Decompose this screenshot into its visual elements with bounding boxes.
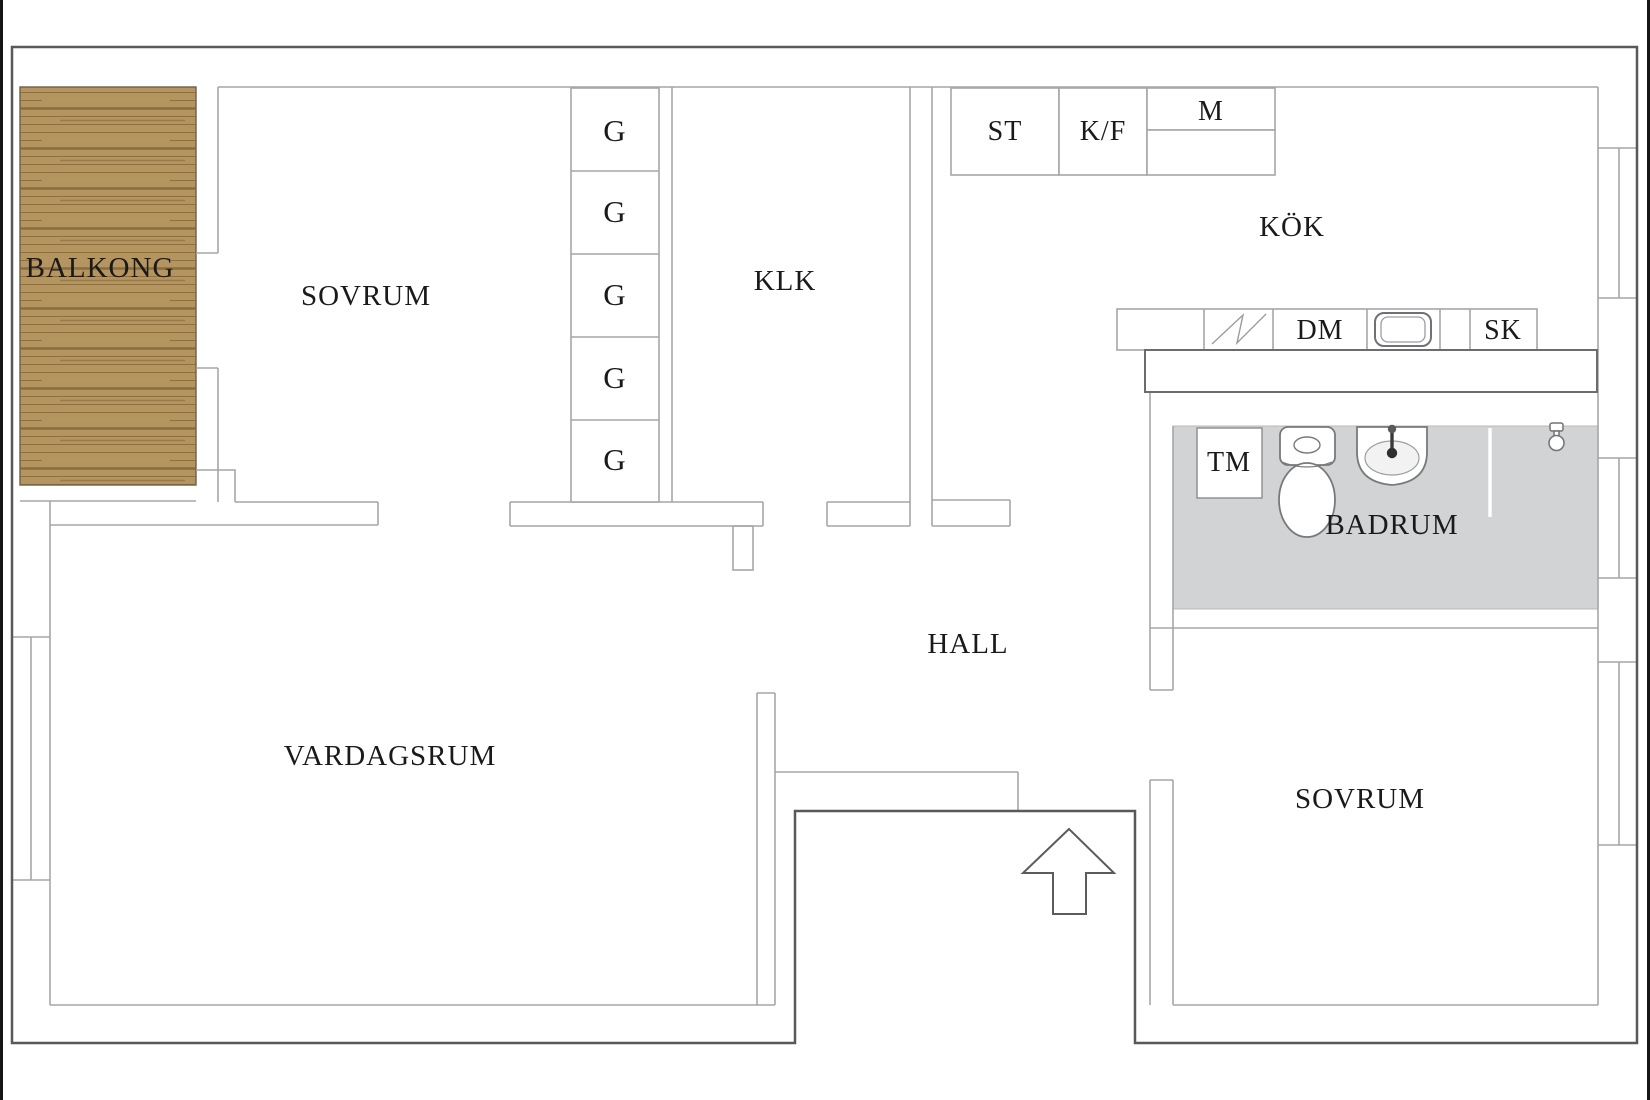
- inner-walls: [12, 86, 1637, 1006]
- kitchen-sink-icon: [1374, 312, 1432, 347]
- counter-upper-row: [1116, 308, 1538, 351]
- closet-label-2: G: [603, 194, 626, 229]
- wall-entrance-inner: [775, 771, 1019, 811]
- room-label-kok: KÖK: [1259, 211, 1325, 243]
- appliance-label-sk: SK: [1484, 315, 1522, 346]
- outer-walls: [10, 45, 1639, 1045]
- entrance-arrow-icon: [1020, 827, 1117, 915]
- shower-handle-icon: [1548, 422, 1565, 452]
- closet-label-1: G: [603, 113, 626, 148]
- unit-kf: [1058, 87, 1148, 176]
- closet-grid: [570, 87, 660, 503]
- balcony-decking: [19, 86, 197, 486]
- appliance-label-tm: TM: [1207, 447, 1251, 478]
- room-label-sovrum-1: SOVRUM: [301, 280, 431, 312]
- balcony: [19, 86, 197, 486]
- appliance-label-kf: K/F: [1080, 116, 1127, 147]
- washbasin-icon: [1356, 424, 1428, 486]
- image-edge-right: [1647, 0, 1650, 1100]
- wall-bathroom-west: [1149, 392, 1174, 1005]
- counter-worktop: [1144, 349, 1598, 393]
- room-label-sovrum-2: SOVRUM: [1295, 783, 1425, 815]
- appliance-label-dm: DM: [1296, 315, 1343, 346]
- washing-machine: [1196, 427, 1263, 499]
- closet-label-5: G: [603, 442, 626, 477]
- image-edge-left: [0, 0, 3, 1100]
- room-label-badrum: BADRUM: [1325, 509, 1458, 541]
- wall-band-south: [50, 499, 1011, 527]
- unit-m-top: [1146, 87, 1276, 131]
- wall-bedroom2: [1150, 627, 1598, 1006]
- unit-m-bottom: [1146, 129, 1276, 176]
- stove-icon: [1211, 312, 1267, 346]
- room-label-klk: KLK: [754, 265, 817, 297]
- window-kitchen: [1598, 147, 1637, 299]
- appliance-label-m: M: [1198, 96, 1224, 127]
- closet-label-4: G: [603, 360, 626, 395]
- toilet-icon: [1278, 426, 1336, 538]
- room-label-vardagsrum: VARDAGSRUM: [284, 740, 497, 772]
- wall-stub-hall: [732, 525, 754, 571]
- window-bedroom: [1598, 661, 1637, 846]
- appliance-label-st: ST: [988, 116, 1023, 147]
- counter-dividers: [1203, 309, 1471, 350]
- wall-bedroom1-west: [20, 87, 236, 502]
- kitchen-counter: [1116, 308, 1598, 393]
- wall-livingroom: [49, 501, 776, 1006]
- room-label-hall: HALL: [927, 628, 1008, 660]
- wall-klk: [671, 87, 933, 526]
- closet-label-3: G: [603, 277, 626, 312]
- bathroom-fixtures: [1196, 422, 1565, 538]
- window-bathroom: [1598, 457, 1637, 579]
- wall-top-east: [218, 86, 1599, 1005]
- room-label-balkong: BALKONG: [26, 252, 175, 284]
- kitchen-tall-units: [950, 87, 1276, 176]
- window-left: [12, 636, 50, 881]
